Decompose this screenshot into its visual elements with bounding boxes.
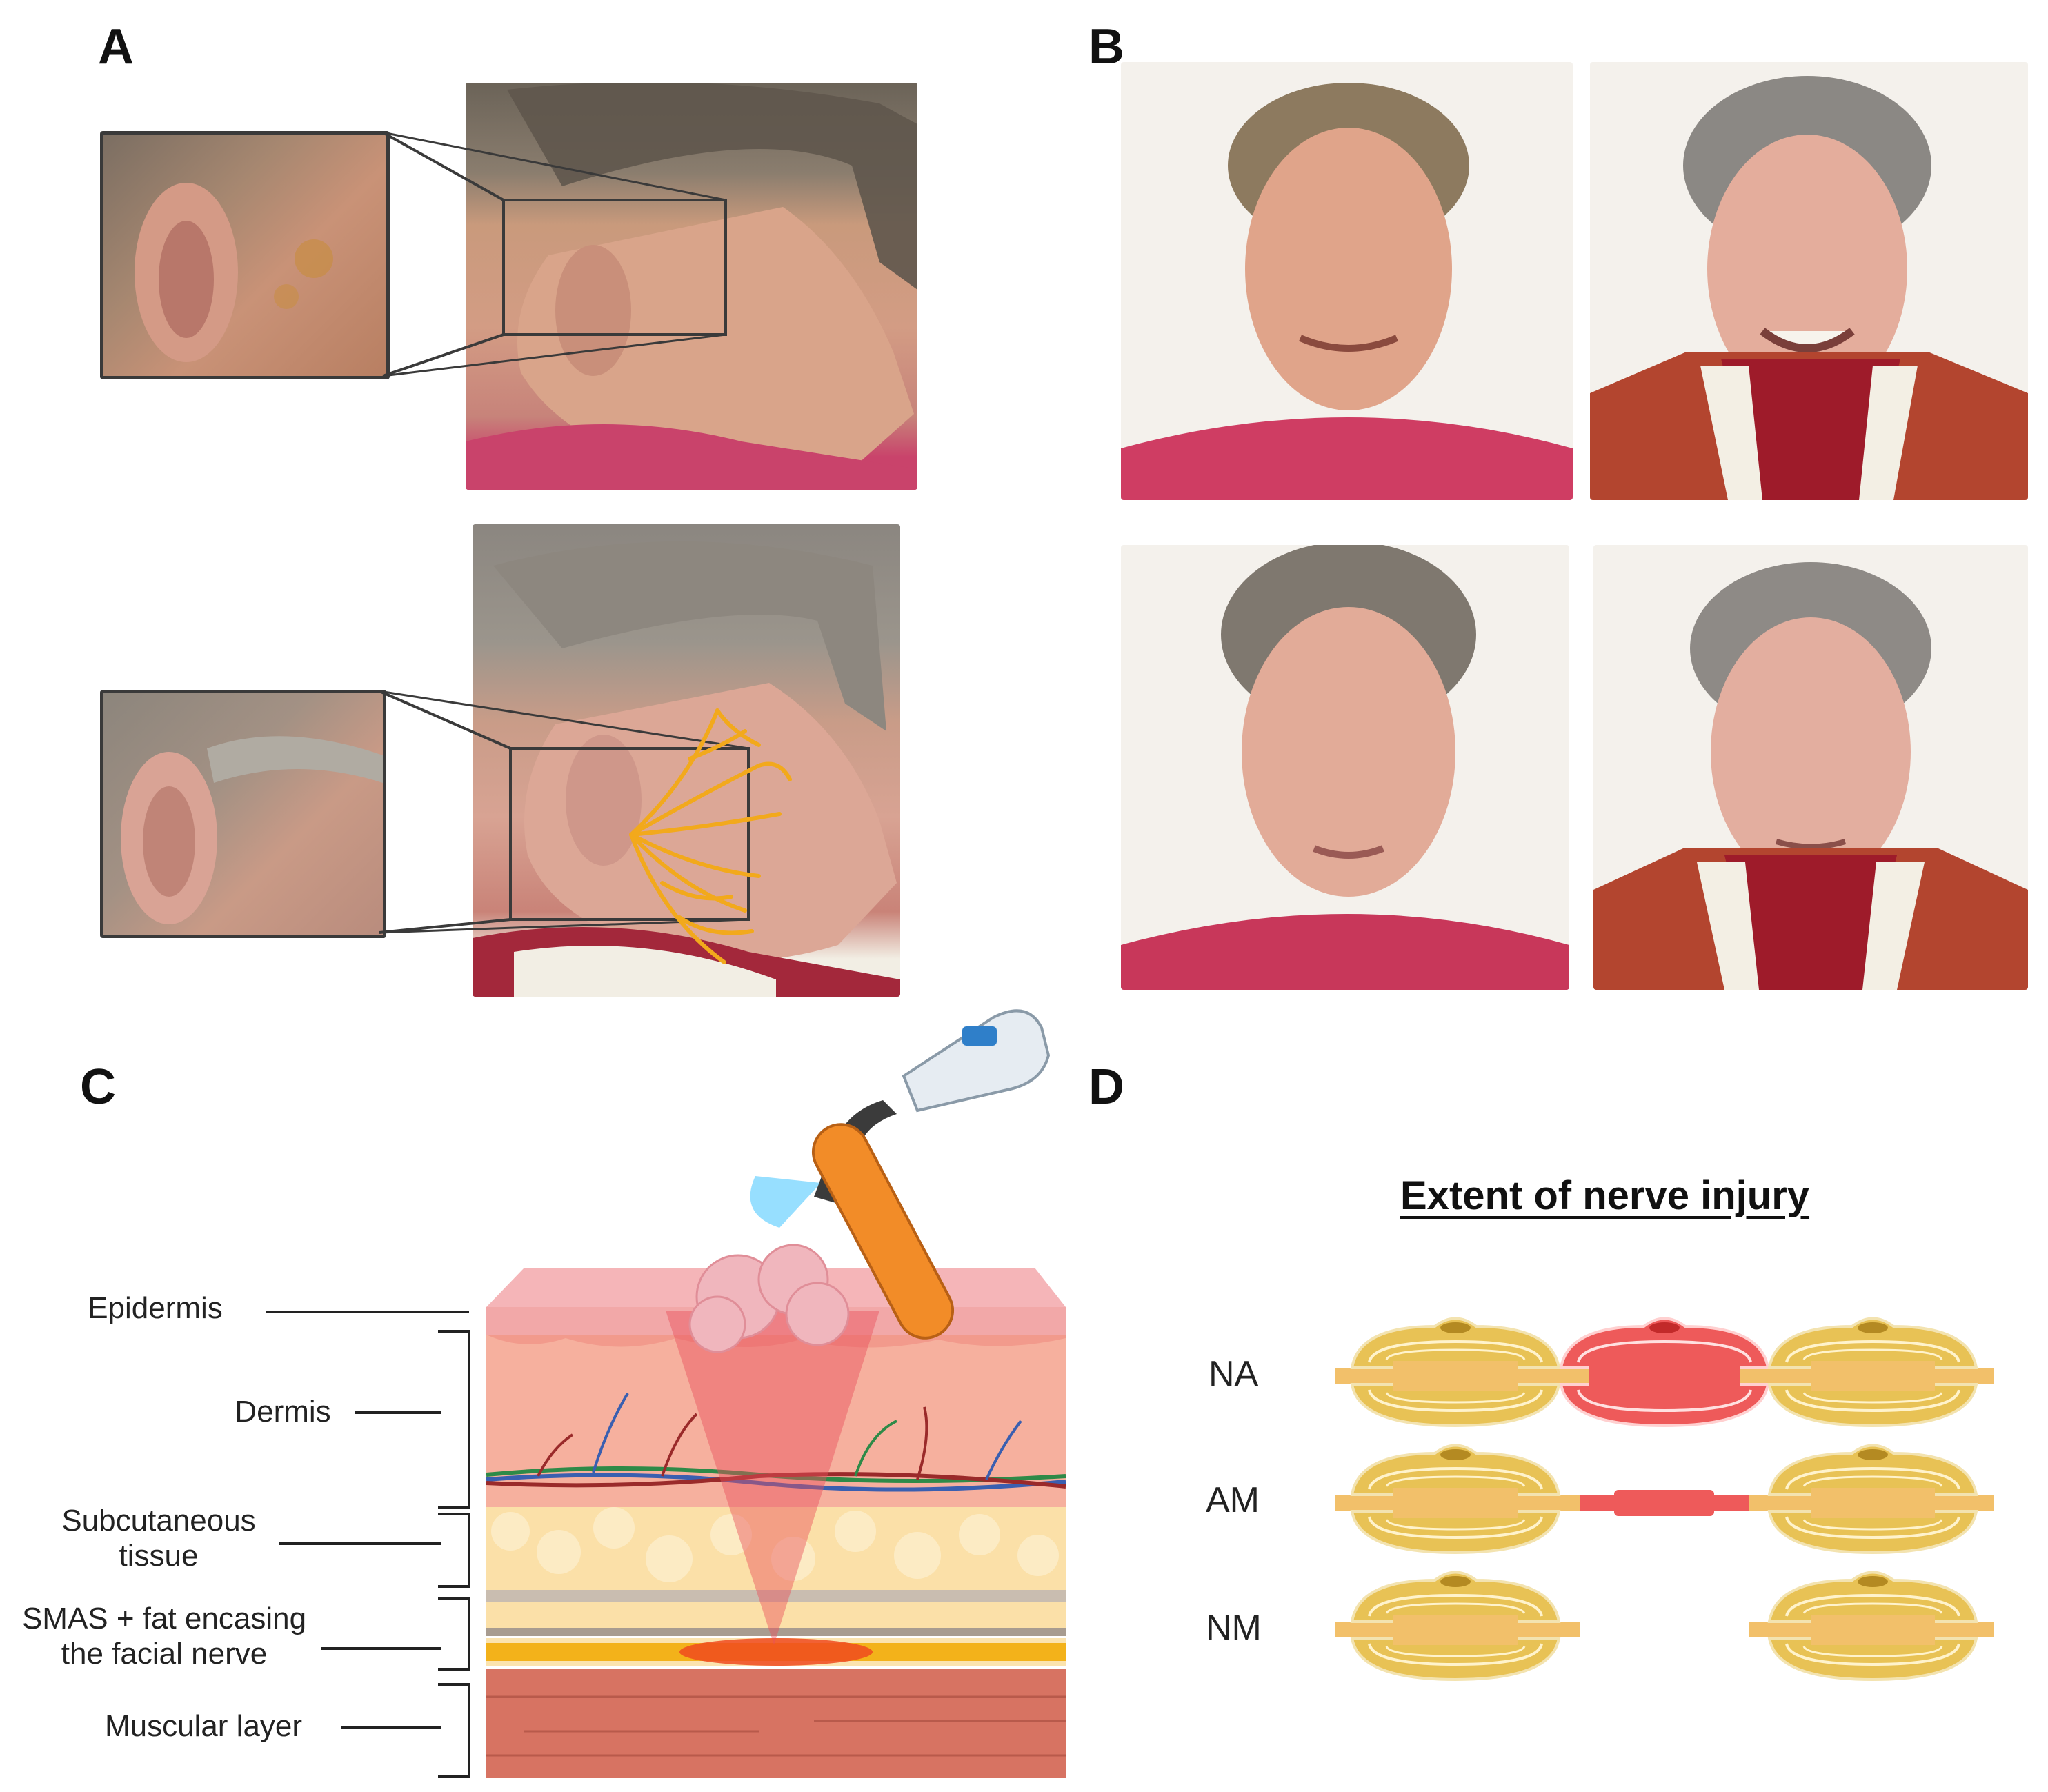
profile-sketch — [466, 83, 917, 490]
label-subcutaneous: Subcutaneous tissue — [61, 1504, 256, 1573]
front-photo-eye-closure-postop — [1593, 545, 2028, 990]
panel-label-b: B — [1088, 19, 1124, 74]
ear-inset-preop — [100, 131, 390, 379]
panel-label-c: C — [80, 1059, 116, 1115]
row-label-am: AM — [1206, 1480, 1260, 1520]
label-epidermis: Epidermis — [88, 1291, 223, 1325]
panel-label-a: A — [98, 19, 134, 74]
row-label-na: NA — [1209, 1354, 1259, 1394]
profile-photo-postop — [473, 524, 900, 997]
front-photo-smile-preop — [1121, 62, 1573, 500]
row-label-nm: NM — [1206, 1608, 1262, 1648]
label-smas: SMAS + fat encasing the facial nerve — [21, 1602, 307, 1671]
label-muscular: Muscular layer — [104, 1709, 303, 1743]
profile-photo-preop — [466, 83, 917, 490]
label-dermis: Dermis — [235, 1395, 331, 1428]
na-segment-injured — [1559, 1317, 1770, 1428]
front-photo-eye-closure-preop — [1121, 545, 1569, 990]
ear-inset-postop — [100, 690, 386, 938]
panel-label-d: D — [1088, 1059, 1124, 1115]
front-photo-smile-postop — [1590, 62, 2028, 500]
nerve-injury-title: Extent of nerve injury — [1400, 1173, 1810, 1218]
